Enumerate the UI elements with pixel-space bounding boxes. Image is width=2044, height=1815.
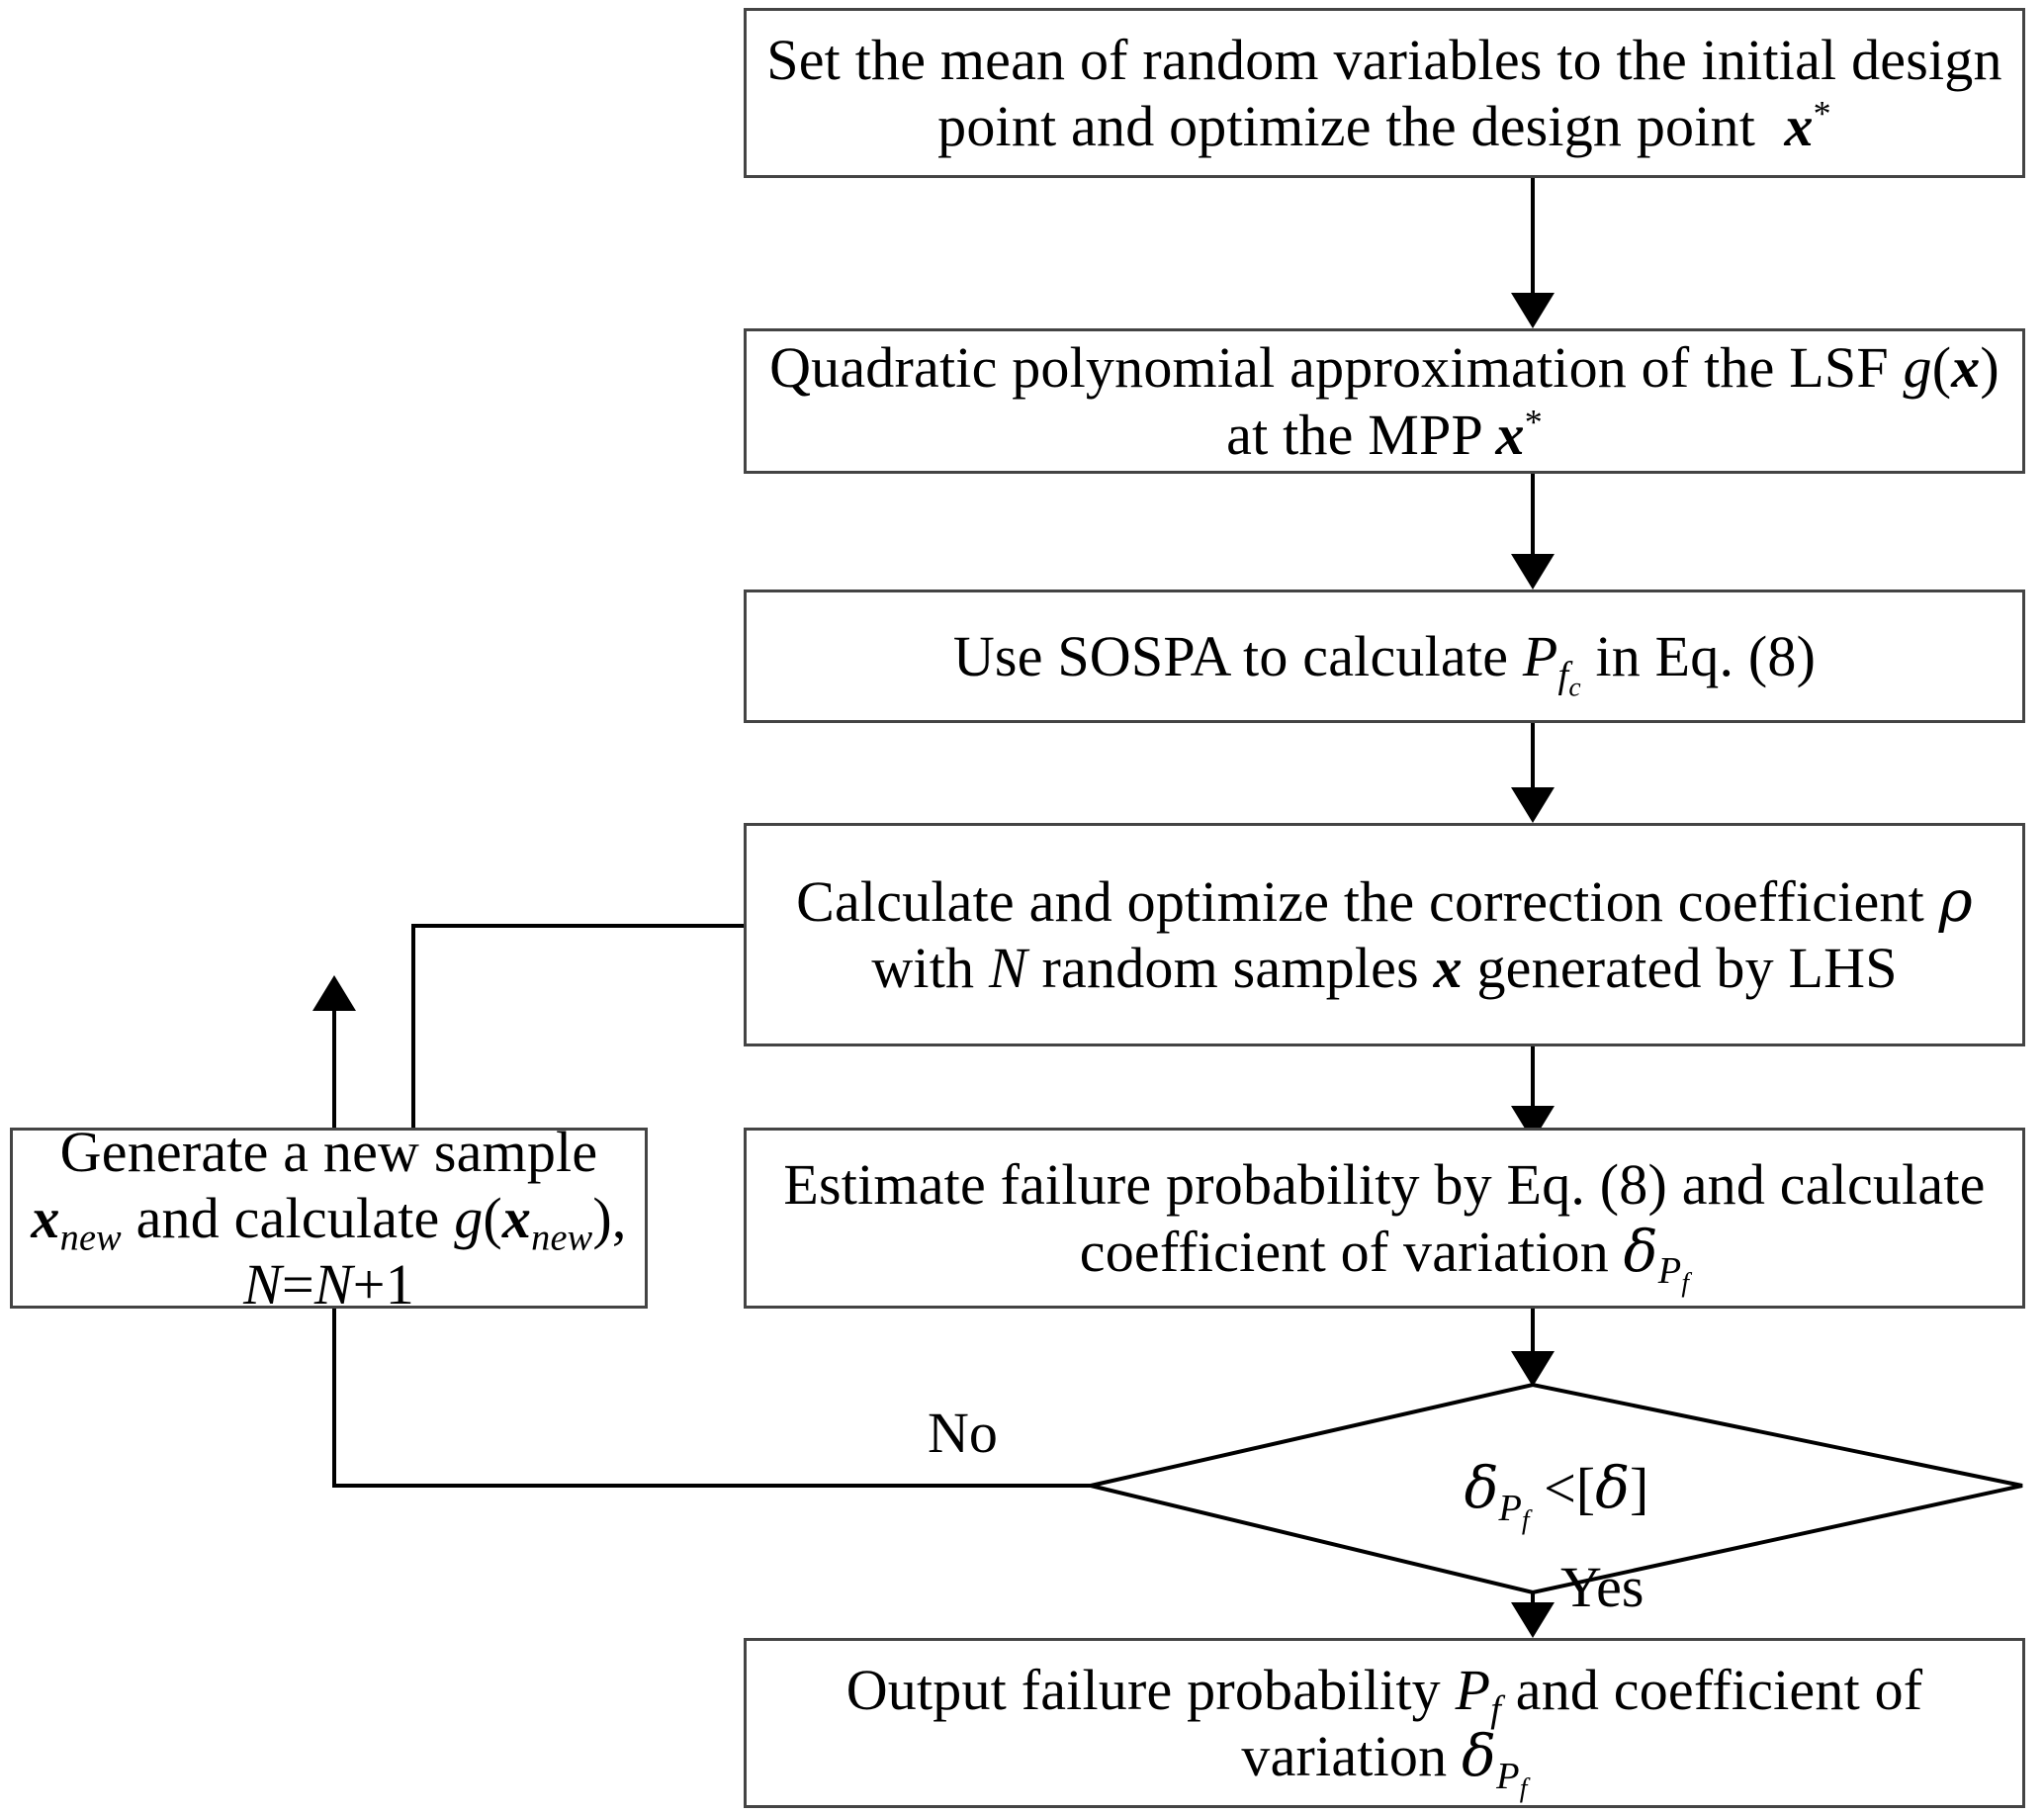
edge-decision-yes-to-output bbox=[1511, 1592, 1555, 1638]
node-sospa-label: Use SOSPA to calculate Pfc in Eq. (8) bbox=[952, 623, 1817, 703]
node-output-label: Output failure probability Pf and coeffi… bbox=[845, 1657, 1923, 1803]
edge-sospa-to-correction bbox=[1511, 723, 1555, 823]
node-generate-new-sample[interactable]: Generate a new sample xnew and calculate… bbox=[10, 1120, 648, 1316]
node-quadratic-approximation[interactable]: Quadratic polynomial approximation of th… bbox=[744, 328, 2025, 474]
node-set-mean[interactable]: Set the mean of random variables to the … bbox=[744, 8, 2025, 178]
edge-quadratic-to-sospa bbox=[1511, 474, 1555, 590]
node-output-result[interactable]: Output failure probability Pf and coeffi… bbox=[744, 1638, 2025, 1808]
node-set-mean-label: Set the mean of random variables to the … bbox=[766, 27, 2002, 158]
node-generate-label: Generate a new sample xnew and calculate… bbox=[31, 1119, 627, 1317]
edge-label-no: No bbox=[928, 1401, 998, 1465]
node-correction-coefficient[interactable]: Calculate and optimize the correction co… bbox=[744, 823, 2025, 1046]
node-correction-label: Calculate and optimize the correction co… bbox=[796, 866, 1973, 1000]
edge-label-yes: Yes bbox=[1560, 1555, 1644, 1619]
edge-setmean-to-quadratic bbox=[1511, 177, 1555, 328]
node-estimate-failure-probability[interactable]: Estimate failure probability by Eq. (8) … bbox=[744, 1128, 2025, 1309]
edge-estimate-to-decision bbox=[1511, 1309, 1555, 1387]
node-decision-label: δPf <[δ] bbox=[1464, 1454, 1649, 1535]
node-decision-cov-threshold[interactable]: δPf <[δ] bbox=[1091, 1385, 2022, 1592]
node-sospa-calculate[interactable]: Use SOSPA to calculate Pfc in Eq. (8) bbox=[744, 590, 2025, 723]
node-estimate-label: Estimate failure probability by Eq. (8) … bbox=[783, 1152, 1986, 1298]
node-quadratic-label: Quadratic polynomial approximation of th… bbox=[769, 335, 2000, 467]
